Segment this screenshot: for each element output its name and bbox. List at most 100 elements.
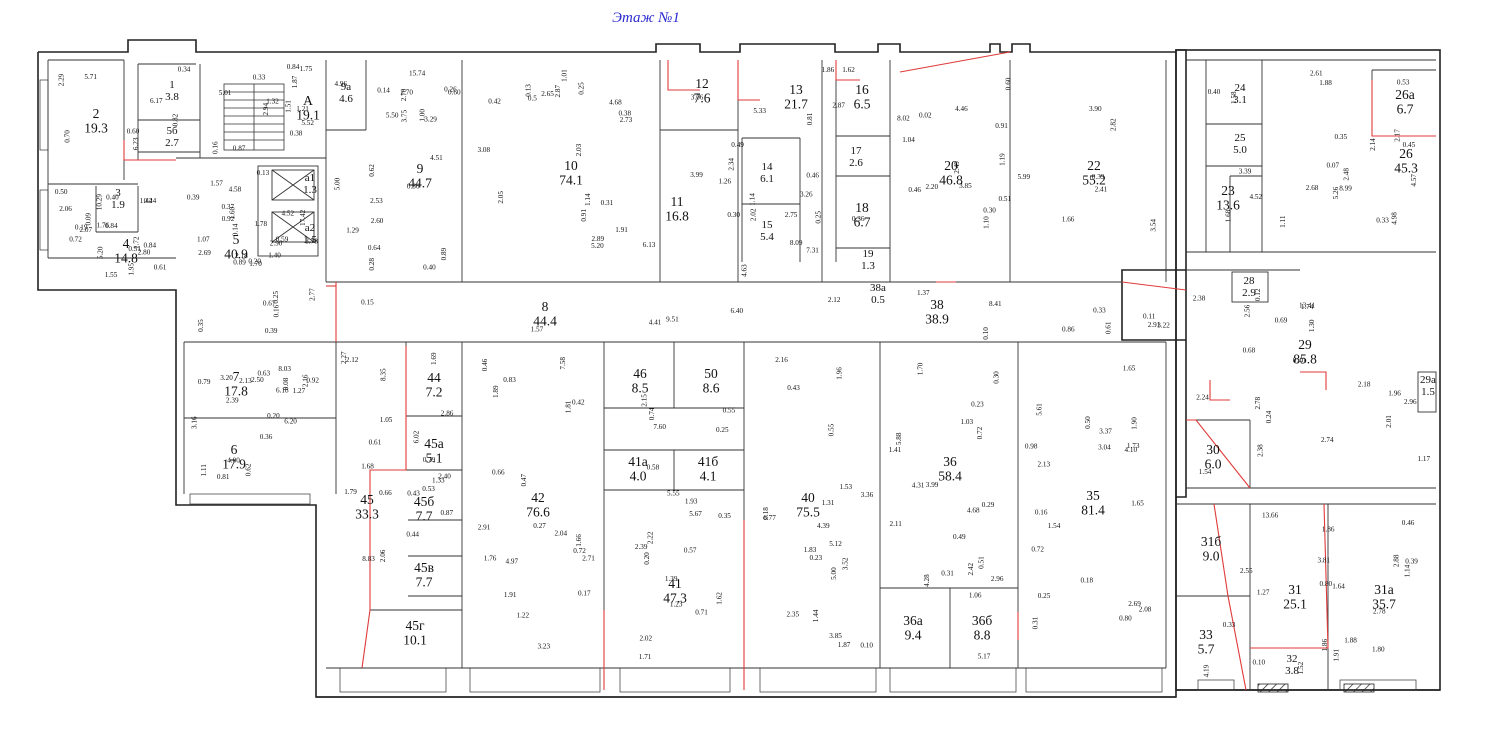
room-area: 33.3 bbox=[355, 507, 379, 522]
dimension-label: 0.39 bbox=[187, 194, 200, 202]
dimension-label: 2.05 bbox=[497, 191, 505, 204]
dimension-label: 0.25 bbox=[272, 291, 280, 304]
dimension-label: 1.89 bbox=[492, 385, 500, 398]
dimension-label: 6.20 bbox=[284, 417, 297, 425]
dimension-label: 1.83 bbox=[804, 546, 817, 554]
room-area: 58.4 bbox=[938, 469, 962, 484]
dimension-label: 0.60 bbox=[127, 128, 140, 136]
dimension-label: 0.55 bbox=[723, 406, 736, 414]
room-number: 31а bbox=[1374, 582, 1394, 597]
dimension-label: 1.72 bbox=[133, 236, 141, 249]
dimension-label: 3.04 bbox=[1098, 444, 1111, 452]
dimension-label: 3.81 bbox=[1318, 556, 1331, 564]
dimension-label: 0.18 bbox=[762, 507, 770, 520]
dimension-label: 4.68 bbox=[967, 507, 980, 515]
dimension-label: 15.74 bbox=[409, 69, 426, 77]
room-number: 12 bbox=[695, 76, 709, 91]
dimension-label: 8.83 bbox=[362, 555, 375, 563]
dimension-label: 2.90 bbox=[270, 240, 283, 248]
dimension-label: 3.26 bbox=[800, 190, 813, 198]
dimension-label: 0.25 bbox=[1038, 592, 1051, 600]
dimension-label: 1.57 bbox=[531, 326, 544, 334]
dimension-label: 5.20 bbox=[591, 242, 604, 250]
room-area: 0.5 bbox=[871, 294, 885, 306]
dimension-label: 1.44 bbox=[812, 609, 820, 622]
dimension-label: 3.78 bbox=[305, 237, 318, 245]
windows bbox=[39, 79, 1417, 693]
dimension-label: 0.61 bbox=[1105, 321, 1113, 334]
room-area: 85.8 bbox=[1293, 352, 1317, 367]
dimension-label: 8.09 bbox=[790, 239, 803, 247]
dimension-label: 0.58 bbox=[647, 463, 660, 471]
room-area: 16.8 bbox=[665, 209, 689, 224]
dimension-label: 1.31 bbox=[822, 499, 835, 507]
dimension-label: 0.20 bbox=[643, 552, 651, 565]
dimension-label: 2.16 bbox=[775, 356, 788, 364]
room-area: 8.6 bbox=[703, 381, 720, 396]
dimension-label: 0.72 bbox=[69, 236, 82, 244]
dimension-label: 2.78 bbox=[1254, 397, 1262, 410]
dimension-label: 1.26 bbox=[719, 178, 732, 186]
dimension-label: 0.91 bbox=[995, 122, 1008, 130]
room-area: 44.7 bbox=[408, 176, 432, 191]
dimension-label: 1.76 bbox=[484, 554, 497, 562]
dimension-label: 4.39 bbox=[817, 522, 830, 530]
dimension-label: 3.20 bbox=[220, 374, 233, 382]
dimension-label: 0.50 bbox=[55, 188, 68, 196]
room-area: 44.4 bbox=[533, 314, 557, 329]
dimension-label: 4.19 bbox=[1203, 664, 1211, 677]
room-number: 31 bbox=[1288, 582, 1302, 597]
room-number: 36а bbox=[903, 613, 923, 628]
room-area: 6.7 bbox=[1397, 102, 1414, 117]
dimension-label: 4.63 bbox=[741, 264, 749, 277]
dimension-label: 0.81 bbox=[806, 112, 814, 125]
room-area: 4.6 bbox=[339, 93, 353, 105]
dimension-label: 2.78 bbox=[1373, 607, 1386, 615]
room-area: 46.8 bbox=[939, 173, 963, 188]
dimension-label: 7.31 bbox=[806, 246, 819, 254]
dimension-label: 4.68 bbox=[609, 99, 622, 107]
room-area: 9.0 bbox=[1203, 549, 1220, 564]
dimension-label: 4.00 bbox=[227, 457, 240, 465]
dimension-label: 2.74 bbox=[1321, 436, 1334, 444]
room-area: 1.3 bbox=[861, 260, 875, 272]
dimension-label: 0.51 bbox=[978, 556, 986, 569]
dimension-label: 0.36 bbox=[260, 433, 273, 441]
dimension-label: 1.88 bbox=[1319, 79, 1332, 87]
dimension-label: 0.61 bbox=[154, 264, 167, 272]
dimension-label: 1.68 bbox=[1225, 209, 1233, 222]
room-area: 7.7 bbox=[416, 509, 433, 524]
dimension-label: 3.16 bbox=[190, 416, 198, 429]
dimension-label: 0.60 bbox=[1005, 77, 1013, 90]
dimension-label: 5.12 bbox=[829, 540, 842, 548]
dimension-label: 0.63 bbox=[258, 370, 271, 378]
dimension-label: 17.42 bbox=[299, 209, 307, 226]
room-area: 25.1 bbox=[1283, 597, 1307, 612]
room-number: 38 bbox=[930, 297, 944, 312]
room-area: 3.8 bbox=[165, 91, 179, 103]
dimension-label: 2.69 bbox=[1128, 600, 1141, 608]
dimension-label: 3.85 bbox=[959, 182, 972, 190]
dimension-label: 0.13 bbox=[524, 84, 532, 97]
room-area: 4.0 bbox=[630, 469, 647, 484]
dimension-label: 1.62 bbox=[842, 66, 855, 74]
dimension-label: 2.56 bbox=[1243, 304, 1251, 317]
dimension-label: 0.07 bbox=[1327, 162, 1340, 170]
dimension-label: 2.11 bbox=[890, 520, 903, 528]
room-number: 45а bbox=[424, 436, 444, 451]
dimension-label: 1.22 bbox=[517, 612, 530, 620]
dimension-label: 1.27 bbox=[1257, 588, 1270, 596]
dimension-label: 1.39 bbox=[665, 575, 678, 583]
room-number: 42 bbox=[531, 490, 545, 505]
dimension-label: 0.84 bbox=[287, 63, 300, 71]
dimension-label: 0.33 bbox=[1223, 621, 1236, 629]
room-area: 1.5 bbox=[1421, 386, 1435, 398]
dimension-label: 0.25 bbox=[716, 426, 729, 434]
dimension-label: 0.60 bbox=[448, 88, 461, 96]
dimension-label: 4.96 bbox=[335, 80, 348, 88]
dimension-label: 0.24 bbox=[1265, 410, 1273, 423]
dimension-label: 3.22 bbox=[1157, 321, 1170, 329]
dimension-label: 0.84 bbox=[105, 222, 118, 230]
room-area: 21.7 bbox=[784, 97, 808, 112]
room-area: 5.4 bbox=[760, 231, 774, 243]
